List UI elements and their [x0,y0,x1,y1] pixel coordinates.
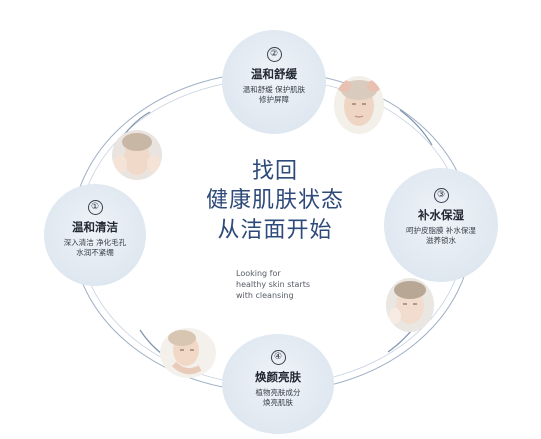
step-desc-line-1: 植物亮肤成分 [255,388,301,397]
english-line-2: healthy skin starts [236,280,311,289]
step-desc-line-2: 滋养锁水 [426,236,456,245]
step-number-badge: ④ [270,350,286,365]
step-title: 焕颜亮肤 [255,370,301,384]
face-photo-right [386,278,434,332]
face-photo-left [112,130,162,180]
english-line-3: with cleansing [236,291,294,300]
step-desc-line-2: 修护屏障 [259,95,289,104]
english-line-1: Looking for [236,269,281,278]
english-tagline: Looking for healthy skin starts with cle… [236,268,326,301]
step-desc-line-2: 水润不紧绷 [76,248,114,257]
face-photo-bottom [160,328,216,378]
step-desc-line-1: 深入清洁 净化毛孔 [63,238,127,247]
step-node-3: ③ 补水保湿 呵护皮脂膜 补水保湿 滋养锁水 [384,168,498,282]
step-title: 温和清洁 [72,220,118,234]
face-photo-top [334,76,384,134]
step-number-badge: ② [266,47,282,62]
step-number-badge: ① [87,200,103,215]
headline-line-1: 找回 [251,159,298,184]
step-node-1: ① 温和清洁 深入清洁 净化毛孔 水润不紧绷 [44,184,146,286]
step-number-badge: ③ [433,188,449,203]
step-node-2: ② 温和舒缓 温和舒缓 保护肌肤 修护屏障 [222,30,326,134]
headline-line-3: 从洁面开始 [217,218,333,243]
headline-line-2: 健康肌肤状态 [205,188,344,213]
step-node-4: ④ 焕颜亮肤 植物亮肤成分 焕亮肌肤 [222,334,334,434]
step-desc-line-1: 呵护皮脂膜 补水保湿 [406,226,476,235]
step-title: 温和舒缓 [251,67,297,81]
step-desc-line-1: 温和舒缓 保护肌肤 [242,85,306,94]
headline: 找回 健康肌肤状态 从洁面开始 [150,158,400,246]
step-title: 补水保湿 [418,208,464,222]
step-desc-line-2: 焕亮肌肤 [263,398,293,407]
